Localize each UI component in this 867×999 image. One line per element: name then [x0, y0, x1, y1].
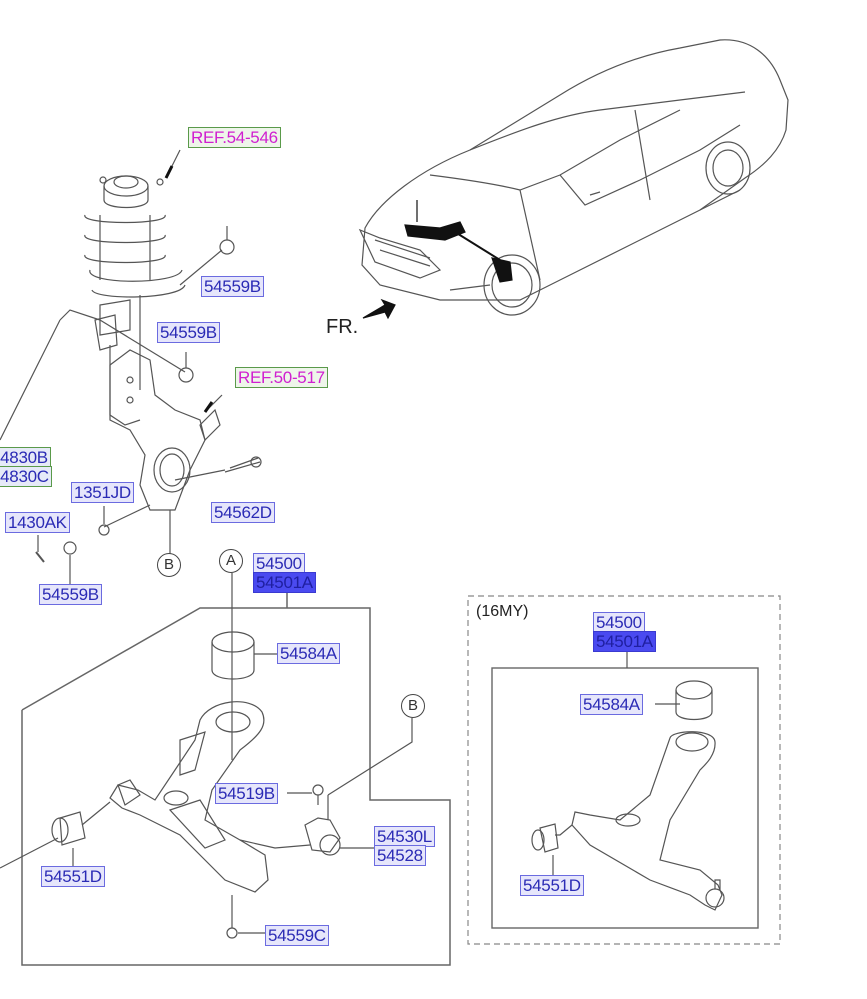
car-illustration [358, 39, 789, 316]
part-label-1351jd[interactable]: 1351JD [71, 482, 134, 503]
lower-control-arm [109, 701, 269, 893]
variant-16my-part-label-54501a[interactable]: 54501A [593, 631, 656, 652]
part-label-54559b-lower[interactable]: 54559B [39, 584, 102, 605]
variant-16my-part-label-54584a[interactable]: 54584A [580, 694, 643, 715]
variant-16my-part-label-54551d[interactable]: 54551D [520, 875, 584, 896]
part-label-54562d[interactable]: 54562D [211, 502, 275, 523]
steering-knuckle [109, 349, 221, 511]
part-label-54559c[interactable]: 54559C [265, 925, 329, 946]
part-label-54584a[interactable]: 54584A [277, 643, 340, 664]
part-label-54559b-upper[interactable]: 54559B [201, 276, 264, 297]
part-label-54551d[interactable]: 54551D [41, 866, 105, 887]
bushing-54551d [0, 801, 111, 869]
part-label-1430ak[interactable]: 1430AK [5, 512, 70, 533]
part-label-54519b[interactable]: 54519B [215, 783, 278, 804]
variant-16my-part-label-54500[interactable]: 54500 [593, 612, 645, 633]
ref-54-546-link[interactable]: REF.54-546 [188, 127, 281, 148]
variant-16my-title: (16MY) [476, 603, 529, 620]
part-label-54500[interactable]: 54500 [253, 553, 305, 574]
callout-a: A [219, 549, 243, 573]
lower-control-arm-16my [531, 680, 725, 911]
part-label-54830c[interactable]: 54830C [0, 466, 52, 487]
callout-b-balljoint: B [401, 694, 425, 718]
part-label-54530l[interactable]: 54530L [374, 826, 435, 847]
ref-50-517-link[interactable]: REF.50-517 [235, 367, 328, 388]
strut-assembly [84, 175, 186, 426]
ball-joint [239, 718, 413, 856]
front-indicator-label: FR. [326, 316, 359, 338]
bushing-54584a [211, 631, 278, 680]
part-label-54830b[interactable]: 54830B [0, 447, 51, 468]
part-label-54528[interactable]: 54528 [374, 845, 426, 866]
part-label-54559b-middle[interactable]: 54559B [157, 322, 220, 343]
part-label-54501a[interactable]: 54501A [253, 572, 316, 593]
callout-b-knuckle: B [157, 553, 181, 577]
lower-arm-box [21, 592, 451, 966]
